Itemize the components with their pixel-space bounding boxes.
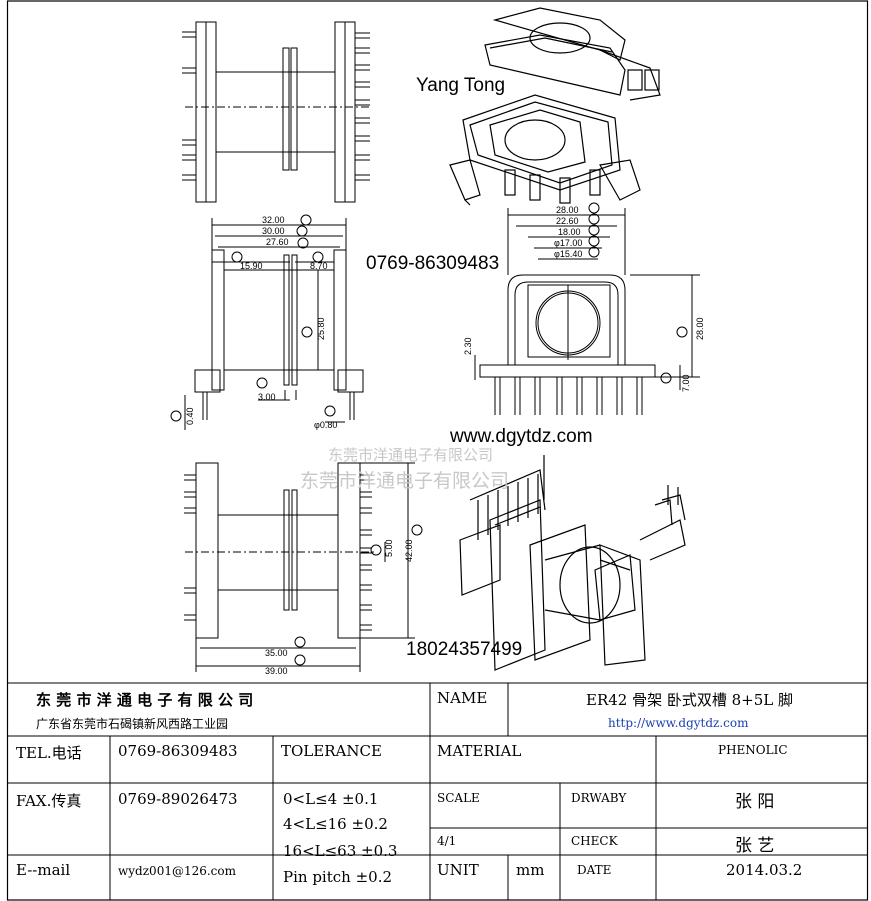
company-name: 东 莞 市 洋 通 电 子 有 限 公 司 [36, 691, 254, 709]
dim-h23: 2.30 [463, 337, 473, 355]
tolerance-row-3: 16<L≤63 ±0.3 [283, 842, 398, 860]
end-view-dimensions: 28.00 22.60 18.00 φ17.00 φ15.40 28.00 2.… [463, 202, 705, 392]
material-value: PHENOLIC [718, 743, 788, 757]
assembled-isometric-view [459, 455, 686, 671]
scale-label: SCALE [437, 791, 480, 805]
dim-B: 30.00 [262, 226, 285, 236]
dim-G: 3.00 [258, 392, 276, 402]
watermark-large: 东莞市洋通电子有限公司 [300, 470, 510, 492]
check-value: 张 艺 [735, 836, 775, 856]
drawby-label: DRWABY [571, 791, 627, 805]
date-label: DATE [577, 863, 612, 877]
overlay-mobile: 18024357499 [406, 639, 523, 660]
unit-value: mm [516, 861, 545, 879]
check-label: CHECK [571, 834, 618, 848]
dim-C: 27.60 [266, 237, 289, 247]
overlay-phone: 0769-86309483 [366, 253, 500, 274]
scale-value: 4/1 [437, 834, 457, 848]
tolerance-row-4: Pin pitch ±0.2 [283, 868, 392, 886]
dim-P: 42.00 [404, 539, 414, 562]
company-address: 广东省东莞市石碣镇新风西路工业园 [36, 717, 229, 731]
plan-view-dimensions: 42.00 5.00 35.00 39.00 [265, 524, 423, 676]
dim-h7: 7.00 [681, 374, 691, 392]
dim-E: 8.70 [310, 261, 328, 271]
email-label: E--mail [16, 861, 71, 879]
dim-T: 25.80 [316, 317, 326, 340]
dim-Q: 5.00 [384, 539, 394, 557]
tel-value: 0769-86309483 [118, 742, 238, 760]
exploded-isometric-view [449, 7, 661, 206]
part-name: ER42 骨架 卧式双槽 8+5L 脚 [586, 691, 794, 709]
title-block-grid [7, 682, 868, 900]
drawby-value: 张 阳 [735, 792, 775, 812]
email-value: wydz001@126.com [118, 864, 237, 878]
plan-view [184, 462, 415, 672]
tolerance-label: TOLERANCE [281, 742, 382, 760]
tel-label: TEL.电话 [16, 744, 82, 762]
dim-A: 32.00 [262, 215, 285, 225]
website-link[interactable]: http://www.dgytdz.com [608, 716, 749, 730]
dim-H: φ0.80 [314, 420, 337, 430]
overlay-website: www.dgytdz.com [450, 426, 593, 447]
sheet-border [6, 0, 869, 901]
dim-R: 35.00 [265, 648, 288, 658]
date-value: 2014.03.2 [726, 861, 803, 879]
material-label: MATERIAL [437, 742, 522, 760]
dim-h28: 28.00 [695, 317, 705, 340]
dim-top4: φ17.00 [554, 238, 582, 248]
front-view-dimensions: 32.00 30.00 27.60 15.90 8.70 25.80 3.00 … [170, 214, 337, 430]
side-view-top [182, 21, 372, 203]
fax-value: 0769-89026473 [118, 790, 238, 808]
unit-label: UNIT [437, 861, 479, 879]
dim-F: 0.40 [185, 407, 195, 425]
fax-label: FAX.传真 [16, 792, 82, 810]
dim-top5: φ15.40 [554, 249, 582, 259]
dim-D: 15.90 [240, 261, 263, 271]
front-view [184, 218, 364, 430]
watermark-small: 东莞市洋通电子有限公司 [328, 446, 494, 464]
dim-S: 39.00 [265, 666, 288, 676]
dim-top3: 18.00 [558, 227, 581, 237]
dim-top1: 28.00 [556, 205, 579, 215]
end-view [474, 208, 700, 415]
dim-top2: 22.60 [556, 216, 579, 226]
tolerance-row-1: 0<L≤4 ±0.1 [283, 790, 379, 808]
tolerance-row-2: 4<L≤16 ±0.2 [283, 815, 388, 833]
overlay-name: Yang Tong [416, 75, 506, 96]
name-label: NAME [437, 689, 488, 707]
